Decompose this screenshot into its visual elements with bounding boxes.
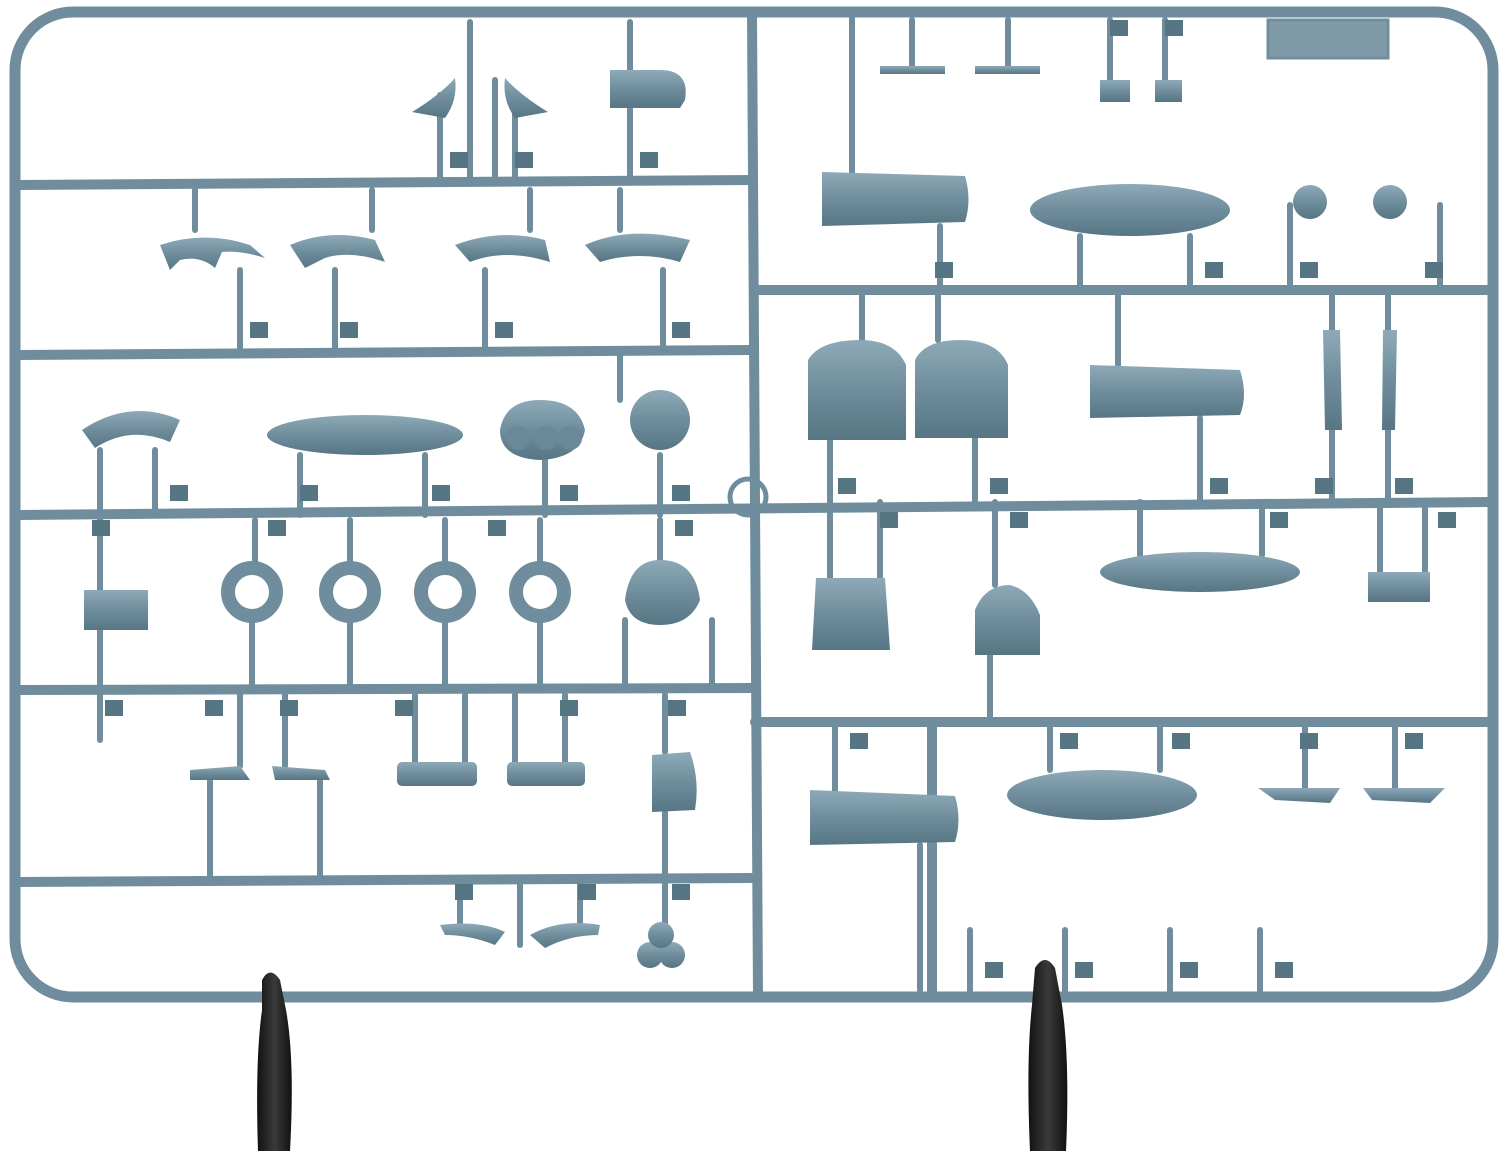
part-number-tab — [990, 478, 1008, 494]
part-number-tab — [935, 262, 953, 278]
part-number-tab — [455, 884, 473, 900]
part-number-tab — [1075, 962, 1093, 978]
part-number-tab — [560, 485, 578, 501]
bottom-left-parts — [440, 922, 685, 968]
part-number-tab — [280, 700, 298, 716]
part-number-tab — [1405, 733, 1423, 749]
part-number-tab — [1395, 478, 1413, 494]
part-number-tab — [560, 700, 578, 716]
wheels — [221, 561, 571, 623]
part-number-tab — [672, 485, 690, 501]
right-top-parts — [822, 66, 1407, 236]
part-number-tab — [92, 520, 110, 536]
sprue-runners — [13, 9, 1495, 1000]
part-number-tab — [1110, 20, 1128, 36]
cowl-part — [610, 70, 686, 108]
triple-disc-part — [500, 400, 585, 460]
part-number-tab — [515, 152, 533, 168]
part-number-tab — [675, 520, 693, 536]
part-number-tab — [1205, 262, 1223, 278]
flap-part — [84, 590, 148, 630]
part-number-tab — [1172, 733, 1190, 749]
part-number-tab — [672, 322, 690, 338]
part-number-tab — [640, 152, 658, 168]
part-number-tab — [850, 733, 868, 749]
part-number-tab — [1425, 262, 1443, 278]
part-number-tab — [1180, 962, 1198, 978]
drop-tank-half — [267, 415, 463, 455]
part-number-tab — [1270, 512, 1288, 528]
part-number-tab — [268, 520, 286, 536]
hub-disc — [630, 390, 690, 450]
part-number-tab — [170, 485, 188, 501]
part-number-tab — [1315, 478, 1333, 494]
part-number-tab — [340, 322, 358, 338]
part-number-tab — [838, 478, 856, 494]
part-number-tab — [1275, 962, 1293, 978]
part-number-tab — [488, 520, 506, 536]
arch-frame — [82, 411, 180, 448]
part-number-tab — [432, 485, 450, 501]
part-number-tab — [395, 700, 413, 716]
right-row3-parts — [812, 552, 1430, 655]
sprue-gates — [92, 12, 1456, 998]
small-bracket-parts — [190, 752, 697, 812]
logo-plate — [1266, 18, 1390, 60]
right-row4-parts — [810, 770, 1445, 845]
part-number-tab — [1300, 733, 1318, 749]
part-number-tab — [668, 700, 686, 716]
part-number-tab — [1165, 20, 1183, 36]
right-row2-parts — [808, 330, 1397, 440]
part-number-tab — [495, 322, 513, 338]
part-number-tab — [985, 962, 1003, 978]
part-number-tab — [300, 485, 318, 501]
part-number-tab — [205, 700, 223, 716]
part-number-tab — [1010, 512, 1028, 528]
part-number-tab — [450, 152, 468, 168]
part-number-tab — [672, 884, 690, 900]
marker-circle — [727, 476, 769, 518]
display-stand-left — [257, 972, 292, 1151]
part-number-tab — [578, 884, 596, 900]
display-stand-right — [1028, 960, 1068, 1151]
part-number-tab — [250, 322, 268, 338]
part-number-tab — [105, 700, 123, 716]
propeller-blades — [412, 78, 548, 118]
part-number-tab — [1060, 733, 1078, 749]
spinner-dome — [625, 560, 700, 625]
part-number-tab — [1210, 478, 1228, 494]
part-number-tab — [1300, 262, 1318, 278]
curved-frame-parts — [160, 233, 690, 270]
part-number-tab — [1438, 512, 1456, 528]
part-number-tab — [880, 512, 898, 528]
